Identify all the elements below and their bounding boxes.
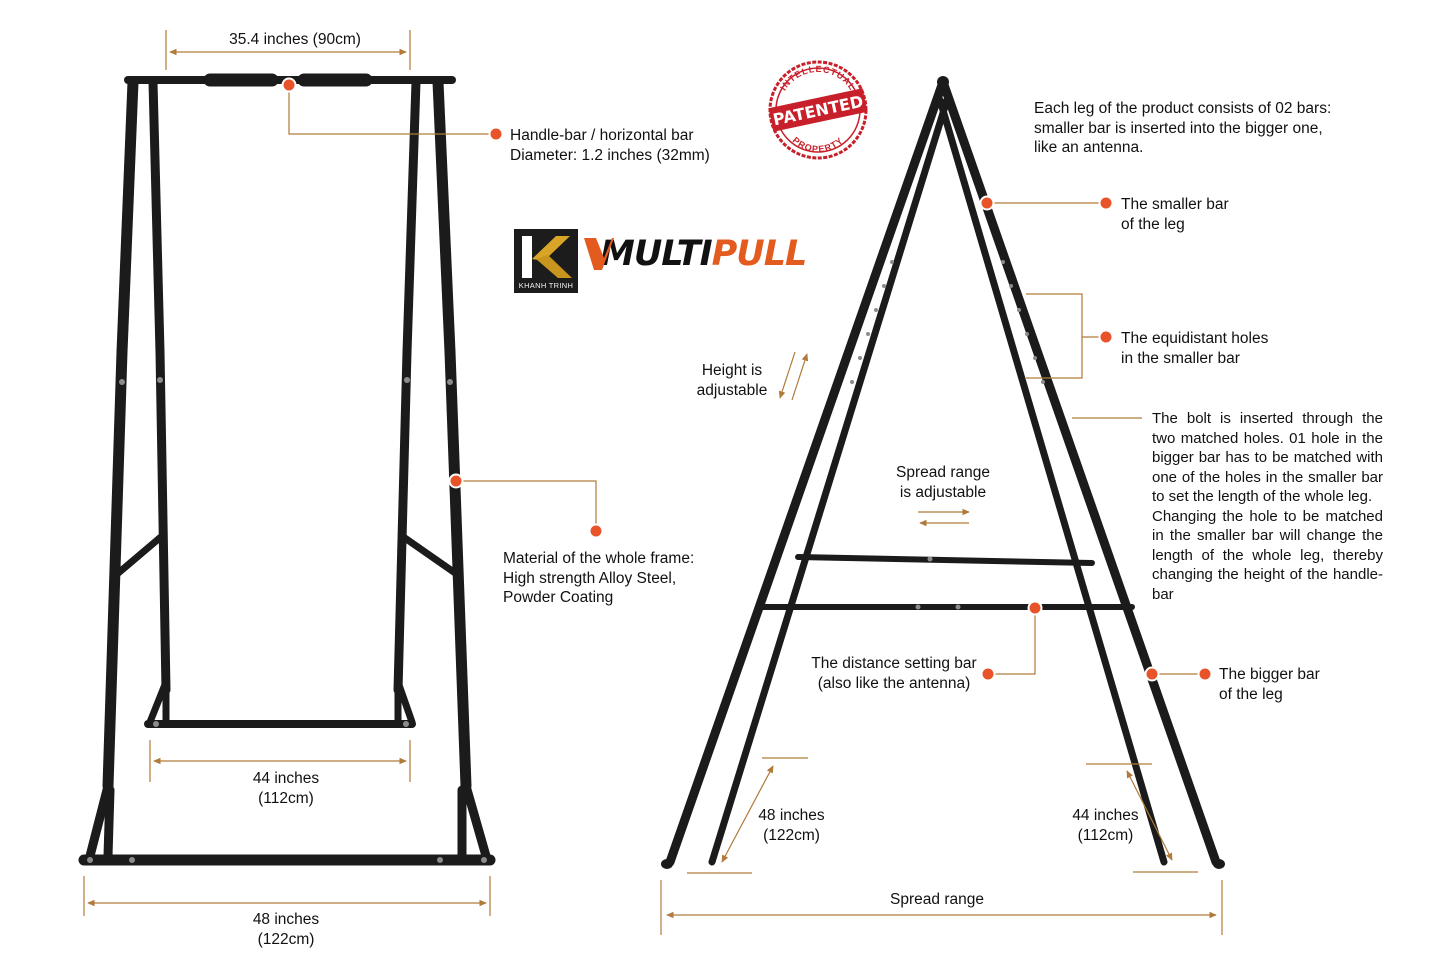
inner-width-label: 44 inches (112cm) [252,770,320,807]
side-view-frame [661,76,1225,869]
distance-bar-label: The distance setting bar (also like the … [811,655,977,692]
spread-adjustable-label: Spread range is adjustable [896,464,990,501]
brand-part1: MULTI [600,234,713,274]
side-view-callouts [988,202,1205,675]
front-view-frame [78,73,496,866]
handlebar-label: Handle-bar / horizontal bar Diameter: 1.… [510,127,710,164]
front-view-callouts [288,86,597,530]
side-view-dimensions [660,351,1223,935]
callout-dots-front [281,77,604,539]
patented-stamp: INTELLECTUAL PROPERTY PATENTED [768,60,868,160]
bolt-description: The bolt is inserted through the two mat… [1152,410,1383,603]
leg-structure-note: Each leg of the product consists of 02 b… [1034,100,1332,156]
k-letter-icon [522,236,572,278]
brand-part2: PULL [711,234,808,274]
stamp-top-text: INTELLECTUAL [778,64,857,92]
smaller-bar-label: The smaller bar of the leg [1121,196,1229,233]
height-adjustable-label: Height is adjustable [696,362,768,399]
top-width-label: 35.4 inches (90cm) [229,31,361,48]
svg-text:PROPERTY: PROPERTY [791,135,845,154]
holes-label: The equidistant holes in the smaller bar [1121,330,1269,367]
stamp-bottom-text: PROPERTY [791,135,844,154]
front-view-dimensions [83,30,491,916]
side-view-holes [850,260,1045,610]
stamp-main-text: PATENTED [771,92,865,130]
spread-range-label: Spread range [890,891,984,908]
material-label: Material of the whole frame: High streng… [503,550,695,606]
brand-chevron-icon [584,238,614,270]
right-leg-length-label: 44 inches (112cm) [1072,807,1139,844]
callout-dots-side [979,195,1213,682]
logo-name: KHANH TRINH [518,281,574,290]
left-leg-length-label: 48 inches (122cm) [758,807,825,844]
front-view-bolts [87,377,487,863]
svg-text:INTELLECTUAL: INTELLECTUAL [778,64,858,92]
base-width-label: 48 inches (122cm) [252,911,320,948]
brand-wordmark: MULTIPULL [584,234,808,274]
khanh-trinh-logo: KHANH TRINH [514,229,578,293]
bigger-bar-label: The bigger bar of the leg [1219,666,1320,703]
